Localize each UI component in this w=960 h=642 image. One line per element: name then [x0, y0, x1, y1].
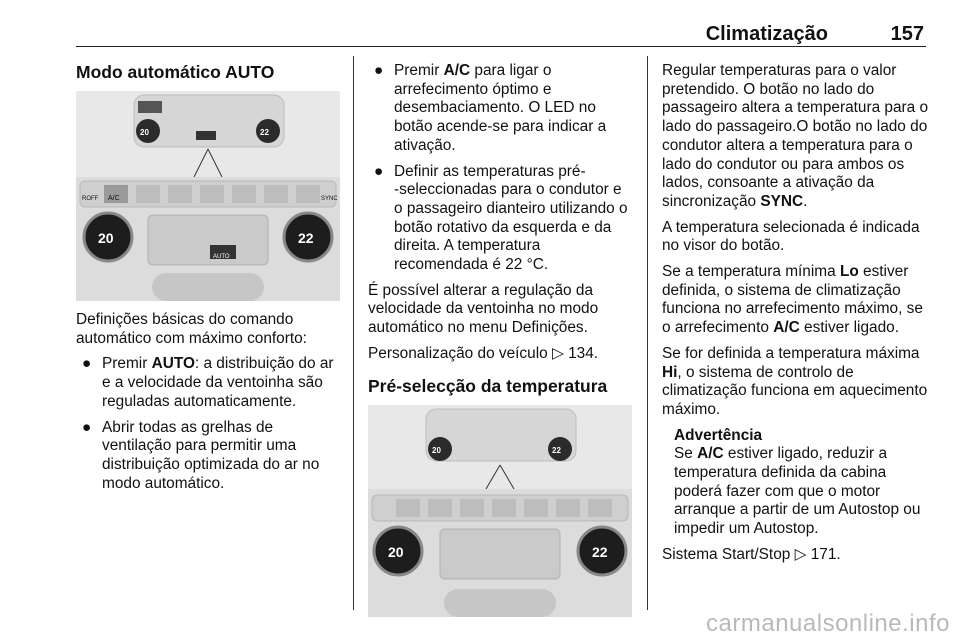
page-reference-arrow-icon: ▷: [551, 344, 569, 362]
column-3: Regular temperaturas para o valor preten…: [662, 62, 930, 572]
paragraph: Personalização do veículo ▷ 134.: [368, 344, 599, 362]
list-item: ● Definir as temperaturas pré-‑seleccion…: [374, 162, 628, 274]
note-box: Advertência Se A/C estiver ligado, reduz…: [662, 427, 930, 539]
sync-button-label: SYNC: [321, 196, 338, 202]
note-title: Advertência: [674, 426, 763, 444]
right-dial-readout: 22: [298, 230, 314, 246]
column-1: Modo automático AUTO: [76, 62, 344, 500]
paragraph: Regular temperaturas para o valor preten…: [662, 62, 929, 210]
column-divider: [647, 56, 648, 610]
paragraph: A temperatura selecionada é indicada no …: [662, 218, 920, 255]
recirc-button-label: ROFF: [82, 196, 99, 202]
list-item: ● Premir AUTO: a distribuição do ar e a …: [82, 355, 334, 410]
intro-text: Definições básicas do comando automático…: [76, 311, 307, 347]
page-reference[interactable]: 171.: [810, 545, 841, 563]
left-dial-readout: 20: [98, 230, 114, 246]
top-left-dial-readout: 20: [432, 445, 441, 455]
note-text: Se A/C estiver ligado, reduzir a tempera…: [674, 445, 921, 538]
section-heading: Pré-selecção da temperatura: [368, 375, 608, 396]
page-header: Climatização 157: [76, 14, 926, 47]
right-dial-readout: 22: [592, 543, 608, 560]
climate-panel-figure: 20 22 20 22: [368, 404, 632, 617]
page-reference-arrow-icon: ▷: [794, 545, 811, 563]
watermark: carmanualsonline.info: [706, 610, 950, 637]
paragraph: Se for definida a temperatura máxima Hi,…: [662, 344, 928, 418]
climate-panel-figure: 20 22 20 22 A/C ROFF AUTO SYNC: [76, 91, 340, 301]
top-left-dial-readout: 20: [140, 128, 149, 137]
section-title: Climatização: [705, 23, 828, 45]
page-number: 157: [890, 23, 924, 45]
auto-button-label: AUTO: [213, 254, 230, 260]
paragraph: Sistema Start/Stop ▷ 171.: [662, 545, 841, 563]
list-item: ● Abrir todas as grelhas de ventilação p…: [82, 418, 320, 492]
page-reference[interactable]: 134.: [568, 344, 599, 362]
column-2: ● Premir A/C para ligar o arrefecimento …: [368, 62, 634, 627]
ac-button-label: A/C: [108, 195, 120, 202]
paragraph: É possível alterar a regulação da veloci…: [368, 281, 599, 337]
list-item: ● Premir A/C para ligar o arrefecimento …: [374, 62, 607, 154]
left-dial-readout: 20: [388, 543, 404, 560]
paragraph: Se a temperatura mínima Lo estiver defin…: [662, 263, 923, 337]
section-heading: Modo automático AUTO: [76, 62, 275, 82]
top-right-dial-readout: 22: [260, 128, 269, 137]
top-right-dial-readout: 22: [552, 445, 561, 455]
column-divider: [353, 56, 354, 610]
